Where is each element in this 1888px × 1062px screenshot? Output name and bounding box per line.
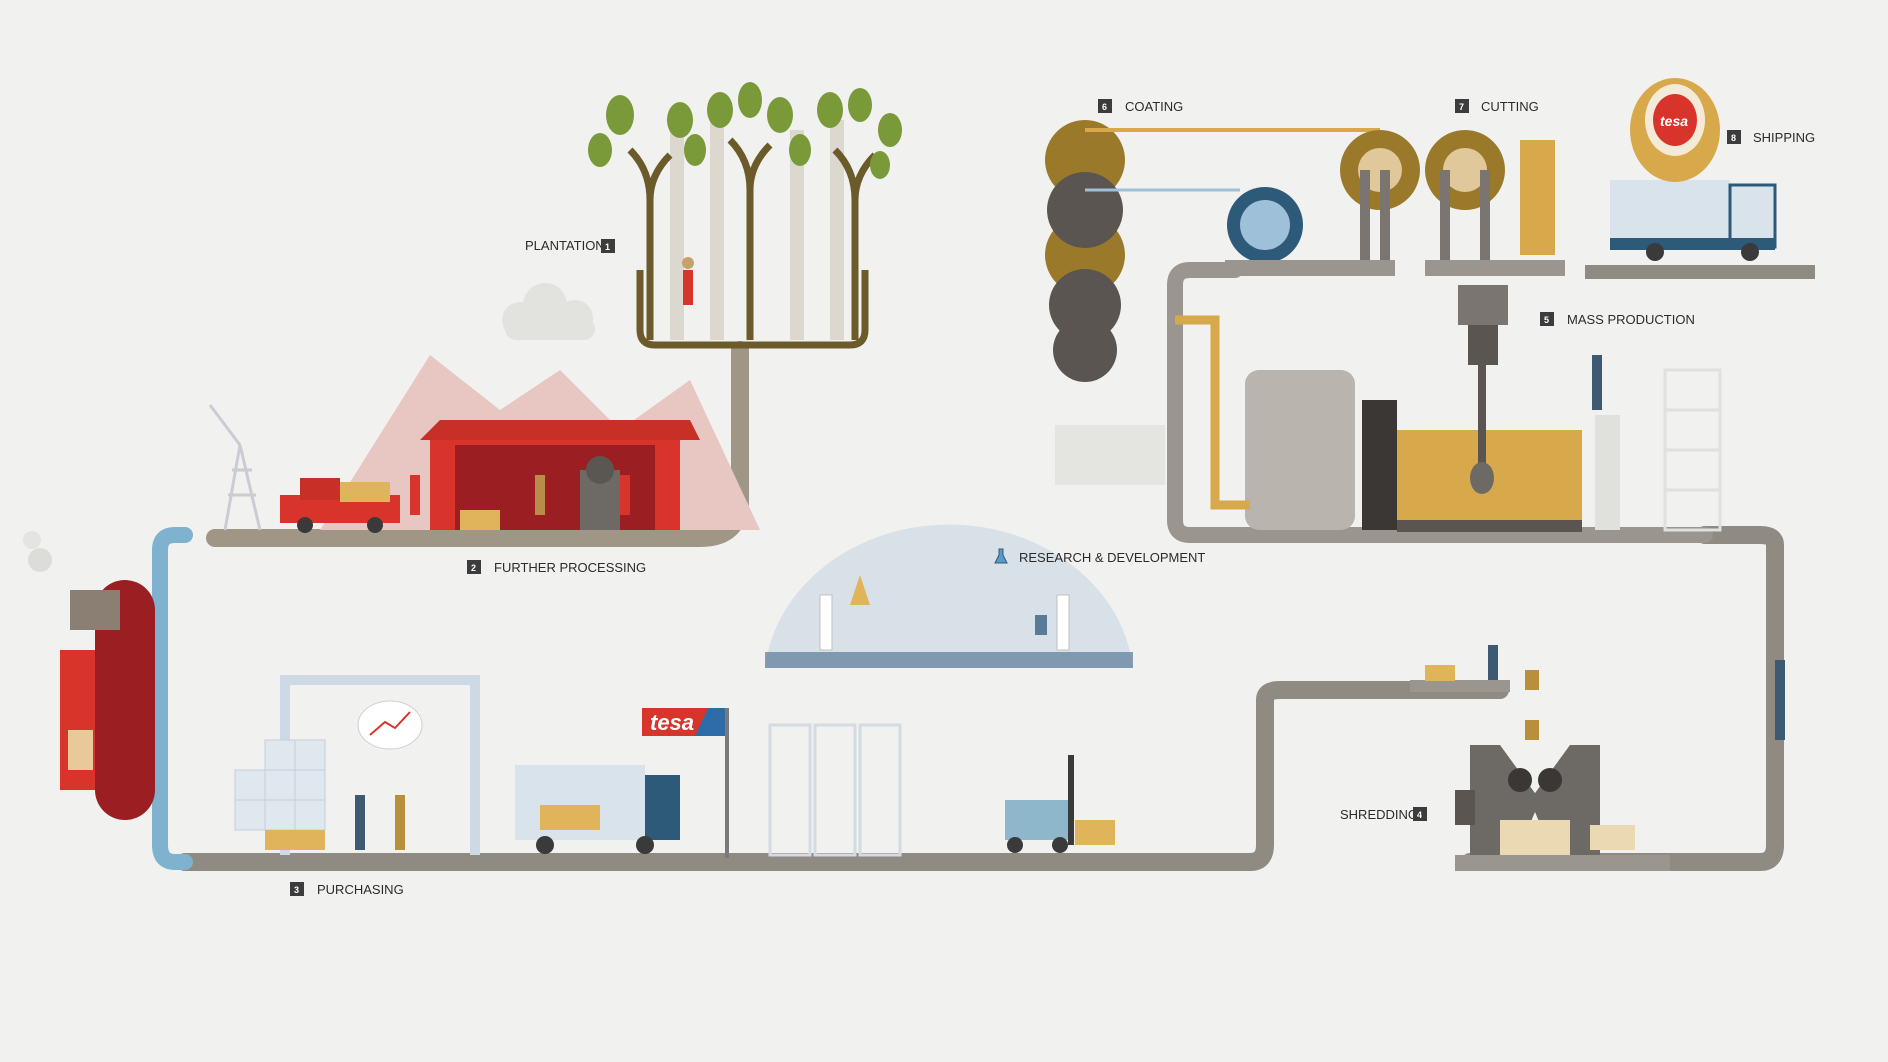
- mass-production-label: MASS PRODUCTION: [1567, 312, 1695, 327]
- further-processing-label: FURTHER PROCESSING: [494, 560, 646, 575]
- mass-production-scene: [1055, 315, 1722, 532]
- shredding-label: SHREDDING: [1340, 807, 1418, 822]
- tesa-roll-logo: tesa: [1660, 113, 1688, 129]
- cutting-number: 7: [1459, 102, 1464, 112]
- tesa-sign: tesa: [642, 708, 729, 858]
- purchasing-scene: [234, 675, 480, 855]
- harbor-crane: [208, 404, 262, 531]
- rnd-label-text: RESEARCH & DEVELOPMENT: [1019, 550, 1205, 565]
- rnd-label: RESEARCH & DEVELOPMENT: [994, 548, 1205, 565]
- step-label-mass-production: 5 MASS PRODUCTION: [1540, 312, 1695, 327]
- further-processing-scene: [280, 355, 760, 533]
- tesa-sign-logo: tesa: [650, 710, 694, 735]
- step-label-purchasing: 3 PURCHASING: [290, 882, 404, 897]
- purchasing-number: 3: [294, 885, 299, 895]
- rnd-dome: [765, 524, 1133, 668]
- plantation-label: PLANTATION: [525, 238, 605, 253]
- step-label-further-processing: 2 FURTHER PROCESSING: [467, 560, 646, 575]
- forklift: [1005, 755, 1115, 853]
- shipping-scene: tesa: [1585, 78, 1815, 279]
- shredding-number: 4: [1417, 810, 1422, 820]
- cargo-ship: [23, 531, 155, 820]
- shipping-number: 8: [1731, 133, 1736, 143]
- warehouse-racks: [768, 723, 902, 857]
- upper-belt: [1167, 262, 1713, 543]
- step-label-shredding: SHREDDING 4: [1340, 807, 1427, 822]
- step-label-shipping: 8 SHIPPING: [1727, 130, 1815, 145]
- cutting-machine: [1425, 130, 1565, 365]
- purchasing-label: PURCHASING: [317, 882, 404, 897]
- shredding-scene: [1410, 645, 1785, 871]
- coating-label: COATING: [1125, 99, 1183, 114]
- step-label-cutting: 7 CUTTING: [1455, 99, 1539, 114]
- step-label-coating: 6 COATING: [1098, 99, 1183, 114]
- shipping-label: SHIPPING: [1753, 130, 1815, 145]
- plantation-scene: [588, 82, 902, 349]
- further-processing-number: 2: [471, 563, 476, 573]
- plantation-number: 1: [605, 242, 610, 252]
- right-belt: [1656, 526, 1784, 871]
- coating-machine: [1045, 120, 1420, 382]
- bottom-road: [176, 681, 1509, 871]
- water-channel: [152, 527, 193, 870]
- step-label-plantation: PLANTATION 1: [525, 238, 615, 253]
- smoke-cloud: [502, 283, 595, 340]
- coating-number: 6: [1102, 102, 1107, 112]
- cutting-label: CUTTING: [1481, 99, 1539, 114]
- flask-icon: [994, 548, 1008, 564]
- delivery-truck: [515, 765, 680, 854]
- mass-production-number: 5: [1544, 315, 1549, 325]
